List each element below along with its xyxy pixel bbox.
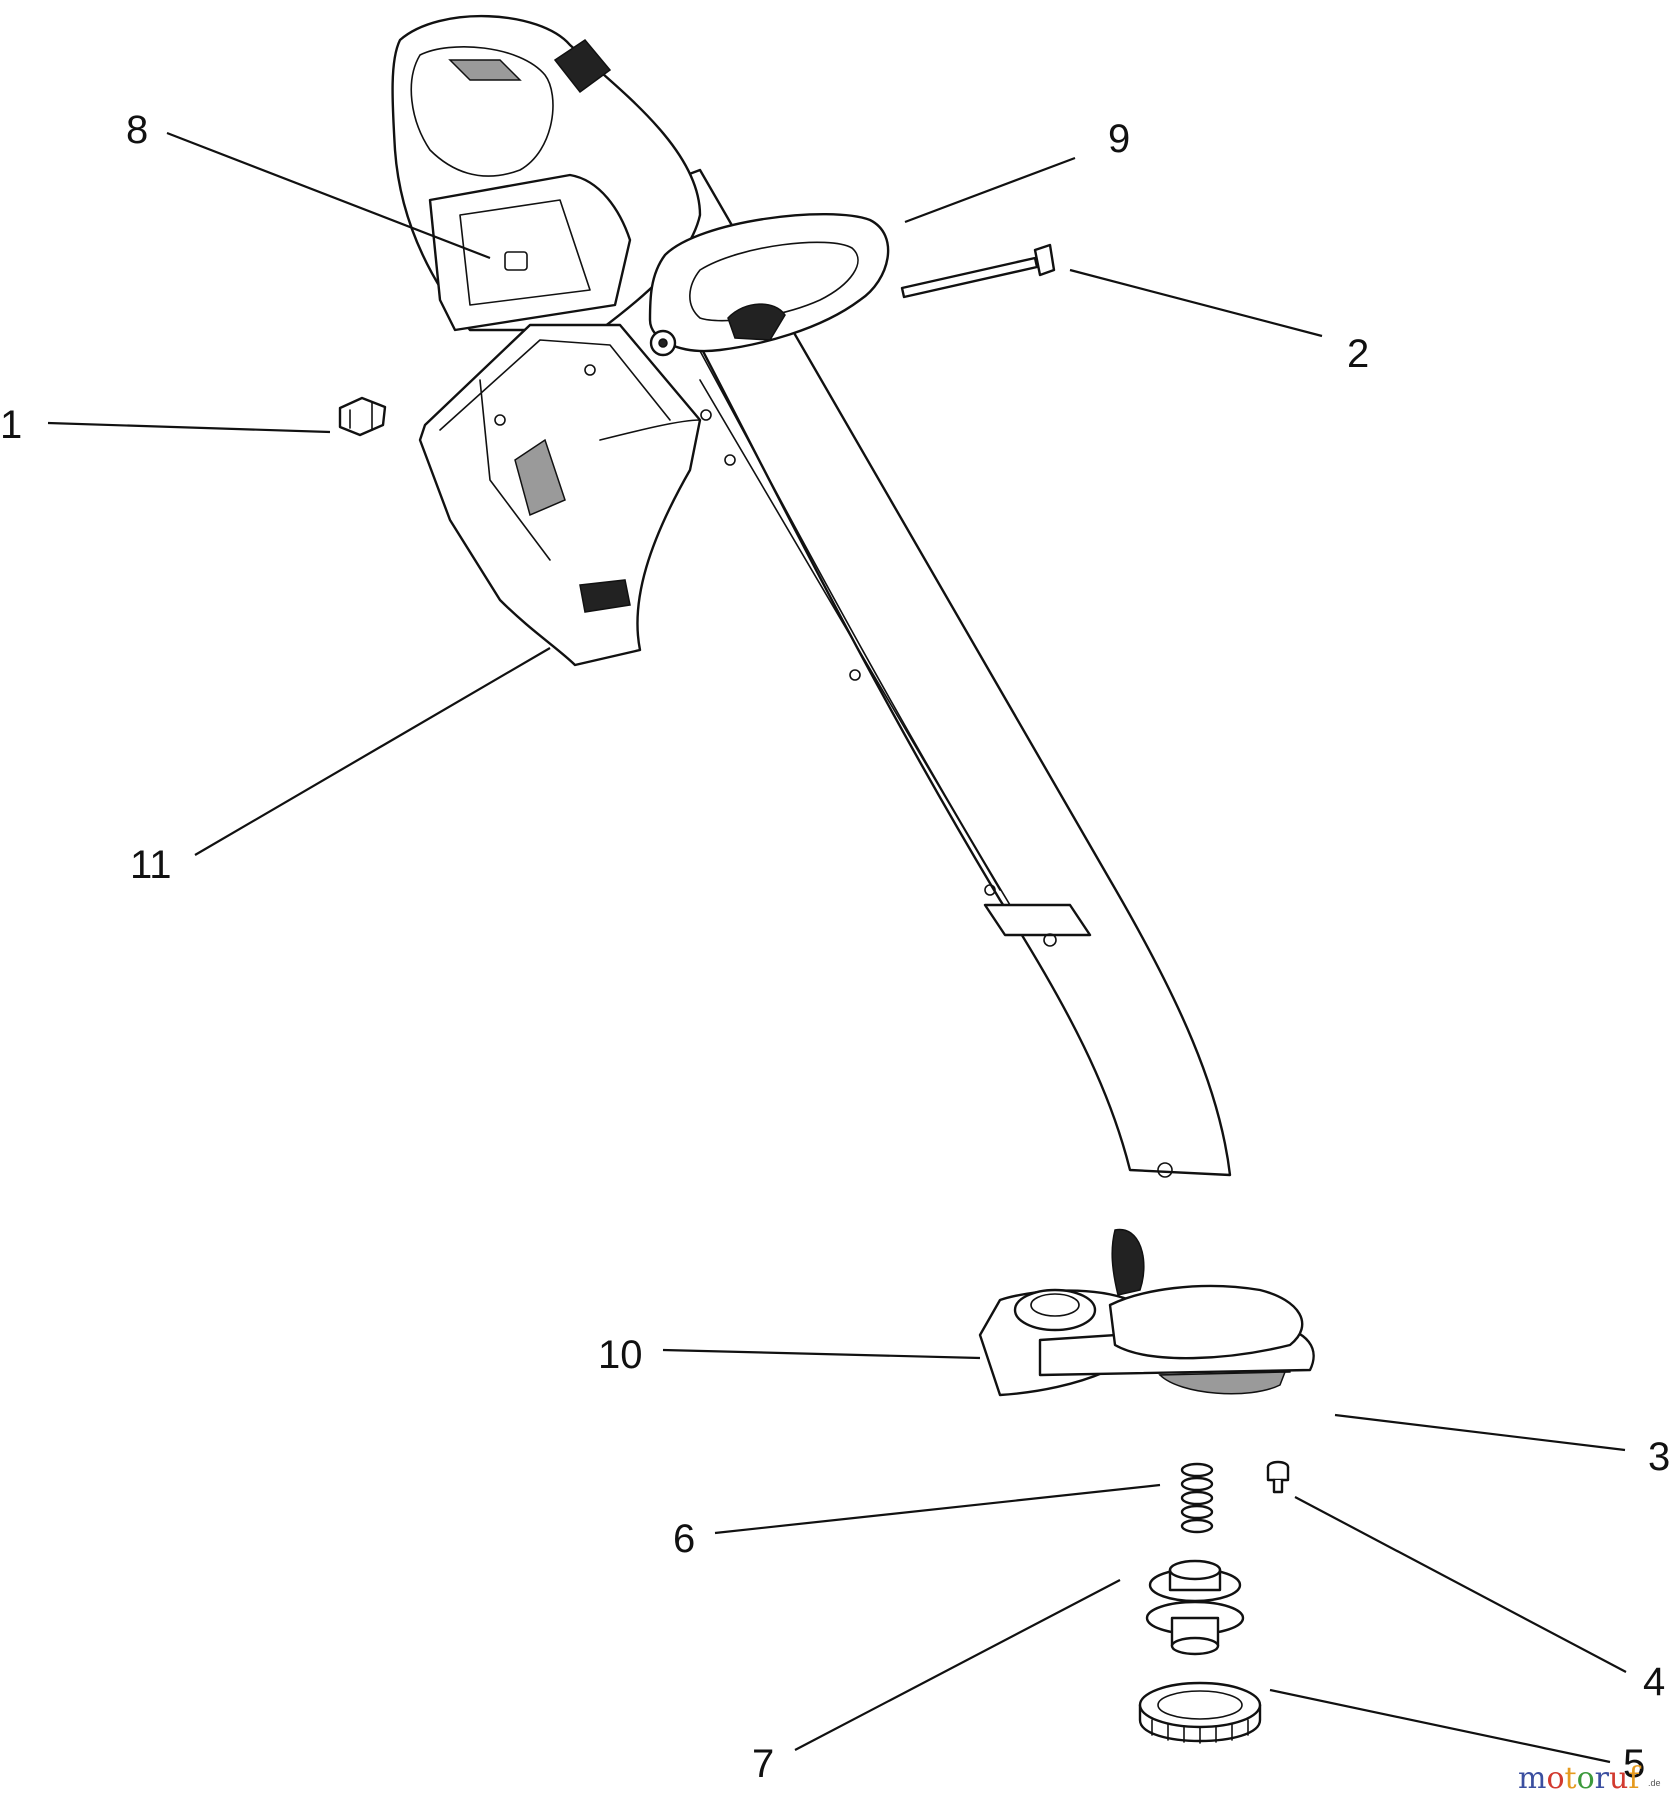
part-1-nut [338, 396, 387, 437]
leader-5 [1269, 1688, 1611, 1764]
watermark-letter: r [1595, 1761, 1610, 1796]
watermark-letter: u [1609, 1761, 1628, 1796]
leader-6 [714, 1483, 1161, 1535]
leader-10 [662, 1348, 981, 1360]
callout-9: 9 [1108, 117, 1130, 161]
leader-7 [794, 1579, 1121, 1751]
part-2-bolt [900, 243, 1056, 299]
part-7-spool [1145, 1559, 1245, 1656]
leader-8 [166, 131, 491, 260]
part-6-spring [1180, 1462, 1214, 1534]
part-4-screw [1266, 1460, 1290, 1494]
callout-labels: 1 2 3 4 5 6 7 8 9 10 11 [0, 108, 1670, 1786]
watermark-letter: f [1628, 1761, 1641, 1796]
watermark-text: motoruf [1518, 1761, 1641, 1796]
callout-4: 4 [1643, 1660, 1665, 1704]
leader-3 [1334, 1413, 1626, 1452]
trimmer-body-drawing [391, 14, 1315, 1397]
watermark-letter: o [1577, 1761, 1595, 1796]
watermark-suffix: .de [1648, 1778, 1661, 1788]
part-5-cap [1138, 1681, 1262, 1744]
watermark-letter: o [1546, 1761, 1564, 1796]
watermark-letter: m [1518, 1761, 1546, 1796]
callout-1: 1 [0, 403, 22, 447]
callout-10: 10 [598, 1333, 643, 1377]
leader-1 [47, 421, 331, 434]
callout-2: 2 [1347, 332, 1369, 376]
leader-9 [904, 156, 1076, 224]
callout-3: 3 [1648, 1435, 1670, 1479]
callout-6: 6 [673, 1517, 695, 1561]
callout-7: 7 [752, 1742, 774, 1786]
callout-5: 5 [1623, 1742, 1645, 1786]
leader-4 [1294, 1496, 1627, 1673]
watermark-logo: motoruf .de [1518, 1761, 1661, 1796]
leader-lines [47, 131, 1627, 1764]
leader-11 [194, 647, 551, 856]
leader-2 [1069, 268, 1323, 338]
callout-8: 8 [126, 108, 148, 152]
callout-11: 11 [130, 843, 172, 887]
watermark-letter: t [1565, 1761, 1577, 1796]
